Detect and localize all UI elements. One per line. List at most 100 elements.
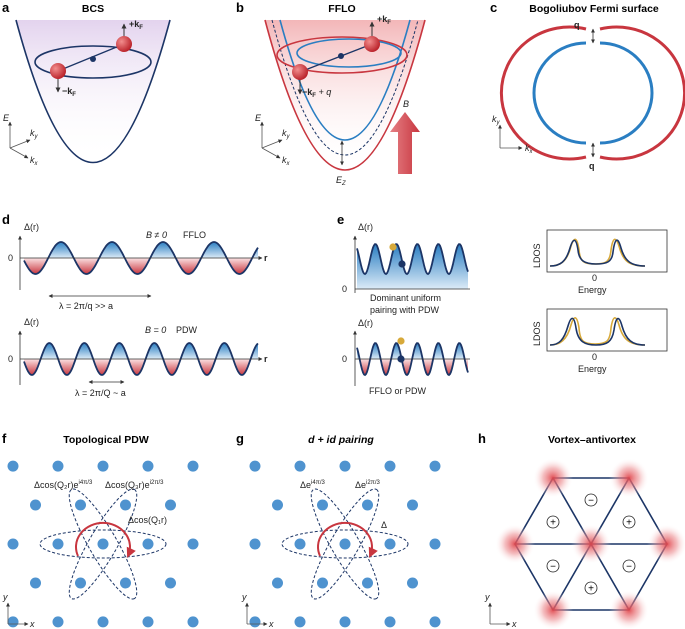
pdw-ellipse-q3 [68,488,138,600]
lattice-site [120,499,131,511]
panel-label-f: f [2,431,7,446]
axes-h: y x [484,592,517,629]
g-term3: Δ [381,520,387,530]
lattice-site [384,460,396,472]
ldos-bottom: LDOS 0 Energy [532,308,668,374]
panel-title-g: d + id pairing [308,434,374,446]
lattice-site [429,616,441,628]
ldos-top-xlabel: Energy [578,285,607,295]
pair-link-b [299,43,373,73]
lattice-site [294,460,306,472]
lattice-site [97,460,109,472]
e-pdw-wave [356,342,469,377]
bfs-inner-left [532,41,587,145]
panel-h: h Vortex–antivortex − + + − − + y x [478,431,685,629]
svg-text:kx: kx [282,155,291,167]
electron-sphere-mkf [50,63,66,79]
lattice-site [75,577,86,589]
panel-title-h: Vortex–antivortex [548,434,636,446]
e-top-zero: 0 [342,284,347,294]
b-field-arrow [390,112,420,174]
lattice-site [7,538,19,550]
lattice-site [142,460,154,472]
d-bot-r: r [264,354,268,364]
vortex-plus-bottom: + [584,581,598,595]
dwave-ellipse-1 [281,529,409,559]
svg-text:E: E [255,113,262,123]
tip-position-navy-top [398,260,406,268]
lattice-site [187,460,199,472]
svg-text:x: x [29,619,35,629]
panel-a: a BCS +kF −kF E ky kx [2,0,171,167]
panel-e: e Δ(r) 0 Dominant uniform pairing with P… [337,212,668,396]
bfs-inner-right [599,41,654,145]
lattice-site [339,460,351,472]
ldos-top-ylabel: LDOS [532,243,542,268]
antivortex-minus-top: − [584,493,598,507]
panel-label-d: d [2,212,10,227]
dwave-ellipse-2 [310,488,380,600]
lattice-site [120,577,131,589]
lattice-site [7,460,19,472]
panel-label-e: e [337,212,344,227]
center-dot-b [338,53,344,59]
vortex-core [533,590,573,629]
svg-text:−: − [550,562,556,573]
q-label-top: q [574,20,580,30]
bfs-outer-left [499,25,587,161]
electron-sphere-kf [116,36,132,52]
panel-title-b: FFLO [328,3,355,15]
panel-label-b: b [236,0,244,15]
axes-f: y x [2,592,35,629]
f-term2: Δcos(Q₃r)ei2π/3 [105,480,164,490]
chirality-arrow-g [317,522,378,558]
vortex-core [647,524,685,564]
panel-label-c: c [490,0,497,15]
lattice-site [317,499,328,511]
svg-text:+: + [588,584,594,595]
d-top-ylabel: Δ(r) [24,222,39,232]
lattice-site [272,577,283,589]
fermi-surface-up [296,38,402,68]
vortex-plus-left: + [546,515,560,529]
ldos-bottom-zero: 0 [592,352,597,362]
uniform-wave-fill [357,244,468,289]
svg-text:y: y [484,592,490,602]
panel-c: c Bogoliubov Fermi surface q q ky kx [490,0,685,171]
axes-b: E ky kx [255,113,291,167]
d-top-zero: 0 [8,253,13,263]
antivortex-minus-right: − [622,559,636,573]
bfs-outer-right [599,25,685,161]
svg-text:y: y [2,592,8,602]
svg-text:E: E [3,113,10,123]
fflo-wave [23,241,259,275]
pdw-ellipse-q2 [68,488,138,600]
dwave-ellipse-3 [310,488,380,600]
d-bot-zero: 0 [8,354,13,364]
lattice-site [294,538,306,550]
lattice-site [362,499,373,511]
lattice-site [30,577,41,589]
uniform-wave [356,243,469,276]
svg-text:ky: ky [30,128,39,140]
vortex-core [571,524,611,564]
fermi-surface-down [276,36,408,74]
vortex-core [609,590,649,629]
g-term1: Δei4π/3 [300,480,326,490]
lattice-g [249,460,441,628]
lattice-site [7,616,19,628]
vortex-core [533,458,573,498]
d-top-field: B ≠ 0 [146,230,167,240]
lattice-site [187,616,199,628]
panel-f: f Topological PDW Δcos(Q₂r)ei4π/3 Δcos(Q… [2,431,199,629]
panel-label-a: a [2,0,10,15]
q-label-bottom: q [589,161,595,171]
pdw-wave [23,342,259,376]
lattice-site [249,538,261,550]
b-field-label: B [403,99,409,109]
lattice-site [52,460,64,472]
d-bot-field: B = 0 [145,325,166,335]
e-top-caption2: pairing with PDW [370,305,440,315]
lattice-site [339,538,351,550]
fflo-negative-fill [24,258,258,274]
